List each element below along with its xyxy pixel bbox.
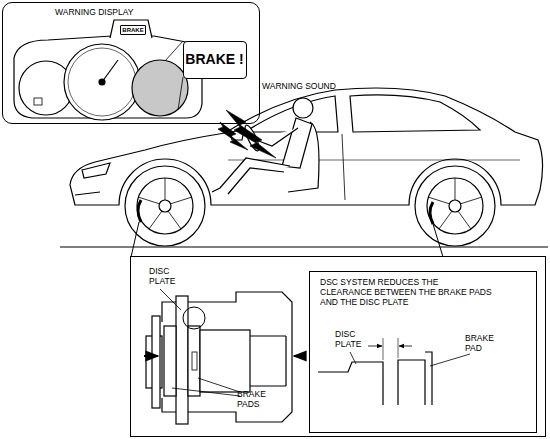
panel-heading: WARNING DISPLAY	[55, 8, 175, 18]
brake-caliper-section	[192, 352, 197, 370]
brake-detail-frame: DISC PLATE BRAKE PADS DSC SYSTEM REDUCES T…	[130, 256, 546, 437]
clearance-zoom-drawing	[398, 360, 425, 405]
clearance-arrow	[368, 346, 412, 347]
leader-line	[160, 289, 181, 310]
brake-location-mark	[131, 222, 139, 257]
part-label: DISC PLATE	[335, 330, 371, 350]
clearance-zoom-drawing	[398, 338, 399, 358]
clamping-arrow	[144, 355, 158, 357]
wheel	[137, 178, 193, 234]
instrument-cluster	[110, 20, 152, 38]
wheel	[138, 178, 192, 229]
brake-caliper-section	[285, 336, 286, 386]
brake-location-mark	[138, 200, 141, 222]
brake-indicator: BRAKE	[120, 25, 146, 35]
brake-caliper-section	[164, 326, 176, 396]
brake-location-mark	[430, 202, 433, 224]
part-label: BRAKE PAD	[465, 334, 505, 354]
clearance-arrow	[368, 346, 382, 347]
brake-caliper-section	[176, 296, 188, 424]
instrument-cluster	[34, 98, 42, 105]
brake-caliper-section	[188, 326, 200, 396]
part-label: DISC PLATE	[149, 267, 185, 287]
brake-caliper-section	[250, 385, 286, 386]
wheel	[159, 200, 171, 212]
wheel	[428, 178, 482, 229]
leader-line	[198, 378, 240, 392]
instrument-cluster	[102, 60, 118, 82]
brake-warning-callout: BRAKE !	[183, 41, 247, 79]
clearance-zoom-drawing	[318, 362, 383, 405]
leader-line	[430, 354, 470, 366]
brake-caliper-section	[146, 292, 292, 424]
driver-figure	[256, 128, 298, 146]
clamping-arrow	[294, 355, 306, 357]
driver-figure	[212, 98, 319, 194]
driver-figure	[282, 118, 312, 168]
instrument-cluster	[14, 36, 202, 118]
wheel	[427, 178, 483, 234]
car-side-view	[75, 192, 100, 195]
note-text: DSC SYSTEM REDUCES THE CLEARANCE BETWEEN…	[320, 278, 492, 307]
brake-caliper-section	[200, 330, 250, 392]
car-side-view	[245, 96, 338, 132]
sound-label: WARNING SOUND	[262, 82, 336, 92]
clearance-arrow	[399, 346, 412, 347]
warning-text: BRAKE !	[184, 51, 245, 67]
instrument-cluster	[68, 48, 136, 116]
wheel	[449, 200, 461, 212]
car-side-view	[350, 95, 480, 132]
car-side-view	[228, 160, 520, 161]
car-side-view	[342, 134, 345, 200]
wheel	[125, 166, 205, 246]
car-side-view	[82, 163, 110, 178]
part-label: BRAKE PADS	[237, 390, 277, 410]
instrument-cluster	[165, 41, 183, 61]
clearance-zoom-frame: DSC SYSTEM REDUCES THE CLEARANCE BETWEEN…	[309, 271, 537, 433]
brake-caliper-section	[250, 335, 286, 336]
instrument-cluster	[132, 60, 188, 116]
wheel	[415, 166, 495, 246]
instrument-cluster	[14, 20, 202, 120]
instrument-cluster	[178, 77, 183, 110]
zoom-circle	[183, 307, 205, 329]
clearance-zoom-drawing	[383, 338, 384, 360]
brake-location-mark	[131, 200, 443, 257]
car-side-view	[60, 88, 548, 247]
leader-line	[172, 388, 240, 396]
zoom-circle	[183, 307, 205, 329]
warning-sound-symbol	[218, 122, 248, 150]
clamping-arrow	[144, 355, 306, 357]
driver-figure	[293, 98, 313, 118]
brake-caliper-section	[152, 316, 160, 408]
indicator-text: BRAKE	[121, 26, 145, 34]
instrument-cluster	[99, 79, 105, 85]
leader-line	[160, 289, 470, 396]
clearance-zoom-drawing	[425, 352, 432, 405]
instrument-cluster	[64, 44, 140, 120]
warning-sound-symbol	[218, 110, 276, 158]
brake-location-mark	[433, 224, 443, 257]
driver-figure	[228, 168, 284, 194]
warning-display-panel: WARNING DISPLAY BRAKE BRAKE !	[2, 2, 260, 124]
